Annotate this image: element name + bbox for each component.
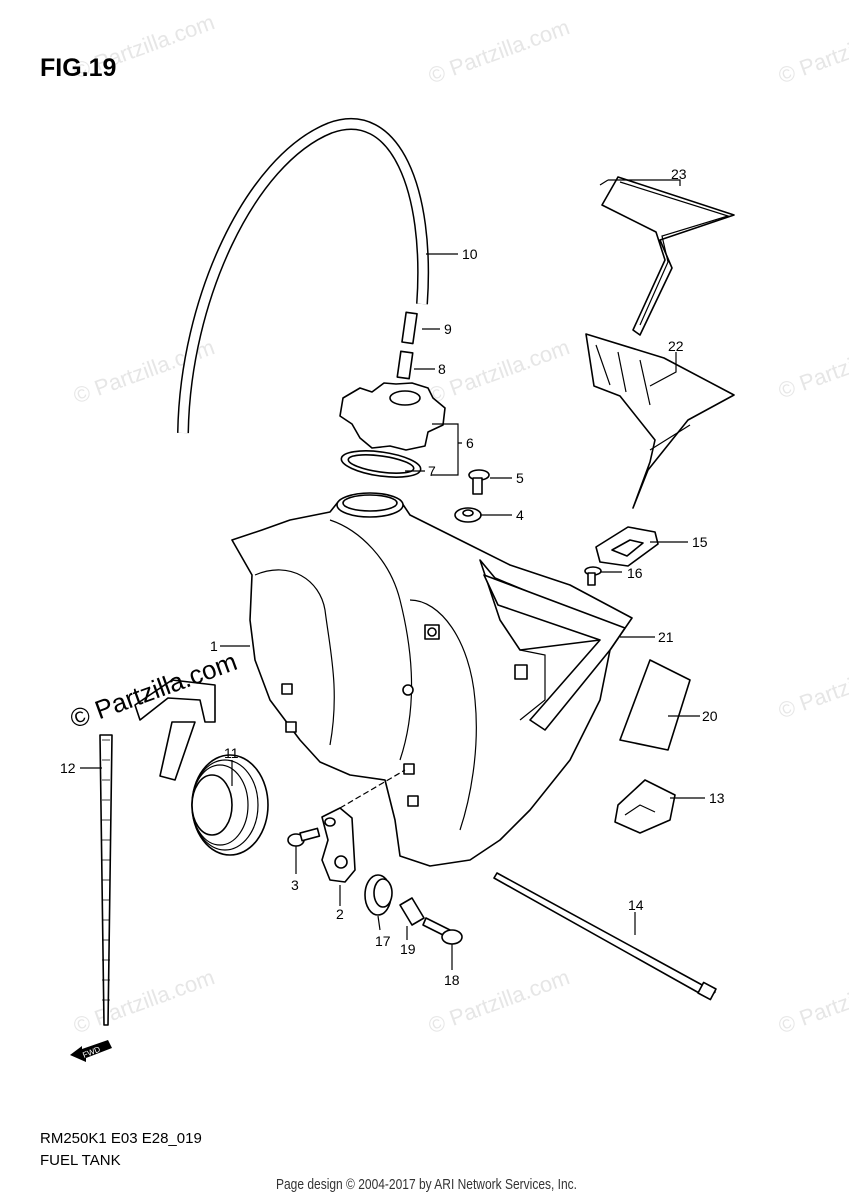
callout-23: 23: [671, 166, 687, 182]
callout-9: 9: [444, 321, 452, 337]
shroud-upper-part: [601, 176, 735, 336]
callout-8: 8: [438, 361, 446, 377]
callout-12: 12: [60, 760, 76, 776]
callout-13: 13: [709, 790, 725, 806]
bracket-part-2: [321, 769, 406, 883]
callout-6: 6: [466, 435, 474, 451]
damper-part-4: [454, 507, 482, 523]
leader-lines: [80, 179, 705, 970]
callout-10: 10: [462, 246, 478, 262]
callout-5: 5: [516, 470, 524, 486]
figure-title: FIG.19: [40, 54, 117, 82]
gasket-part: [340, 450, 422, 478]
cushion-part-13: [614, 779, 676, 834]
shroud-lower-part: [585, 333, 735, 509]
screw-part-3: [287, 827, 321, 847]
callout-20: 20: [702, 708, 718, 724]
fuel-cap-part: [339, 382, 446, 451]
callout-7: 7: [428, 463, 436, 479]
callout-1: 1: [210, 638, 218, 654]
callout-11: 11: [224, 745, 239, 761]
bolt-part-18: [422, 917, 463, 945]
pad-part-20: [619, 659, 691, 751]
figure-name: FUEL TANK: [40, 1152, 121, 1169]
screw-part-5: [468, 469, 490, 495]
callout-18: 18: [444, 972, 460, 988]
fwd-arrow-icon: FWD: [70, 1040, 112, 1062]
strap-part-14: [493, 872, 717, 1001]
figure-code: RM250K1 E03 E28_019: [40, 1130, 202, 1147]
band-part-24: [134, 679, 216, 781]
pipe-part-8: [396, 350, 414, 380]
trim-part-21: [483, 574, 626, 731]
hose-part: [177, 117, 430, 434]
callout-22: 22: [668, 338, 684, 354]
callout-3: 3: [291, 877, 299, 893]
callout-labels: 1 2 3 4 5 6 7 8 9 10 11 12 13 14 15 16 1…: [60, 166, 725, 988]
screw-part-16: [584, 566, 602, 586]
coil-hose-part: [191, 754, 269, 856]
callout-19: 19: [400, 941, 416, 957]
callout-21: 21: [658, 629, 674, 645]
clip-part-15: [595, 526, 659, 567]
grommet-part-17: [364, 874, 393, 916]
callout-15: 15: [692, 534, 708, 550]
callout-17: 17: [375, 933, 391, 949]
pipe-part-9: [401, 311, 418, 345]
callout-4: 4: [516, 507, 524, 523]
callout-16: 16: [627, 565, 643, 581]
callout-14: 14: [628, 897, 644, 913]
fwd-label: FWD: [81, 1045, 101, 1060]
collar-part-19: [399, 897, 425, 926]
callout-2: 2: [336, 906, 344, 922]
page-footer: Page design © 2004-2017 by ARI Network S…: [276, 1176, 578, 1193]
strap-part-12: [99, 734, 113, 1026]
